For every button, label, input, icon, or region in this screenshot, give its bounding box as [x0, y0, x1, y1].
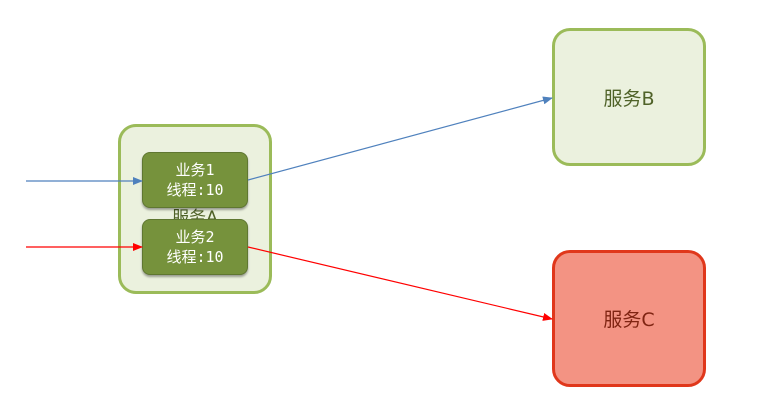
service-c-label: 服务C [603, 309, 655, 331]
business-1-threads: 线程:10 [166, 181, 224, 199]
business-1-name: 业务1 [175, 161, 215, 179]
service-b-node: 服务B [552, 28, 706, 166]
arrow-business-2-to-service-c [247, 246, 553, 321]
business-2-threads: 线程:10 [166, 248, 224, 266]
arrow-business-1-to-service-b [247, 96, 553, 181]
business-2-name: 业务2 [175, 228, 215, 246]
service-b-label: 服务B [603, 87, 655, 110]
service-c-node: 服务C [552, 250, 706, 387]
business-2-node: 业务2 线程:10 [142, 219, 248, 275]
